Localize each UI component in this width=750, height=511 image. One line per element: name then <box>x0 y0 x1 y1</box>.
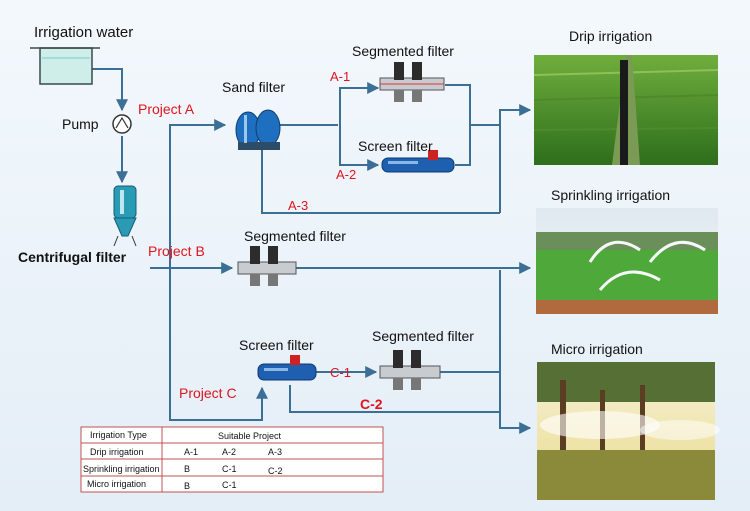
screen-filter-c-label: Screen filter <box>239 337 314 353</box>
table-row-1-cell-1: A-1 <box>184 447 198 457</box>
segmented-filter-b-icon <box>237 246 297 286</box>
screen-filter-c-icon <box>257 355 317 381</box>
screen-filter-a-icon <box>381 150 455 173</box>
table-header-projects: Suitable Project <box>218 431 282 441</box>
segmented-filter-a-label: Segmented filter <box>352 43 454 59</box>
segmented-filter-a-icon <box>379 62 445 102</box>
micro-irrigation-photo <box>537 362 720 500</box>
pump-label: Pump <box>62 116 99 132</box>
suitability-table: Irrigation Type Suitable Project Drip ir… <box>80 426 384 493</box>
branch-c2-label: C-2 <box>360 396 383 412</box>
sand-filter-label: Sand filter <box>222 79 285 95</box>
micro-irrigation-label: Micro irrigation <box>551 341 643 357</box>
table-row-1-cell-3: A-3 <box>268 447 282 457</box>
sprinkling-irrigation-label: Sprinkling irrigation <box>551 187 670 203</box>
centrifugal-filter-icon <box>113 185 137 247</box>
centrifugal-filter-label: Centrifugal filter <box>18 249 127 265</box>
water-tank-icon <box>30 47 100 85</box>
branch-a1-label: A-1 <box>330 69 350 84</box>
table-row-2-cell-1: B <box>184 464 190 474</box>
sand-filter-icon <box>235 109 281 150</box>
segmented-filter-c-label: Segmented filter <box>372 328 474 344</box>
drip-irrigation-photo <box>533 55 719 165</box>
table-row-2-cell-3: C-2 <box>268 466 283 476</box>
branch-a2-label: A-2 <box>336 167 356 182</box>
project-a-label: Project A <box>138 101 195 117</box>
table-row-2-type: Sprinkling irrigation <box>83 464 160 474</box>
pipe-network <box>92 68 532 434</box>
project-c-label: Project C <box>179 385 237 401</box>
table-row-3-type: Micro irrigation <box>87 479 146 489</box>
table-row-3-cell-2: C-1 <box>222 480 237 490</box>
segmented-filter-c-icon <box>379 350 441 390</box>
drip-irrigation-label: Drip irrigation <box>569 28 652 44</box>
table-row-1-type: Drip irrigation <box>90 447 144 457</box>
table-header-type: Irrigation Type <box>90 430 147 440</box>
sprinkling-irrigation-photo <box>536 208 718 314</box>
branch-a3-label: A-3 <box>288 198 308 213</box>
project-b-label: Project B <box>148 243 205 259</box>
pump-icon <box>112 114 132 134</box>
branch-c1-label: C-1 <box>330 365 351 380</box>
segmented-filter-b-label: Segmented filter <box>244 228 346 244</box>
table-row-2-cell-2: C-1 <box>222 464 237 474</box>
table-row-3-cell-1: B <box>184 481 190 491</box>
screen-filter-a-label: Screen filter <box>358 138 433 154</box>
table-row-1-cell-2: A-2 <box>222 447 236 457</box>
irrigation-water-label: Irrigation water <box>34 24 133 41</box>
